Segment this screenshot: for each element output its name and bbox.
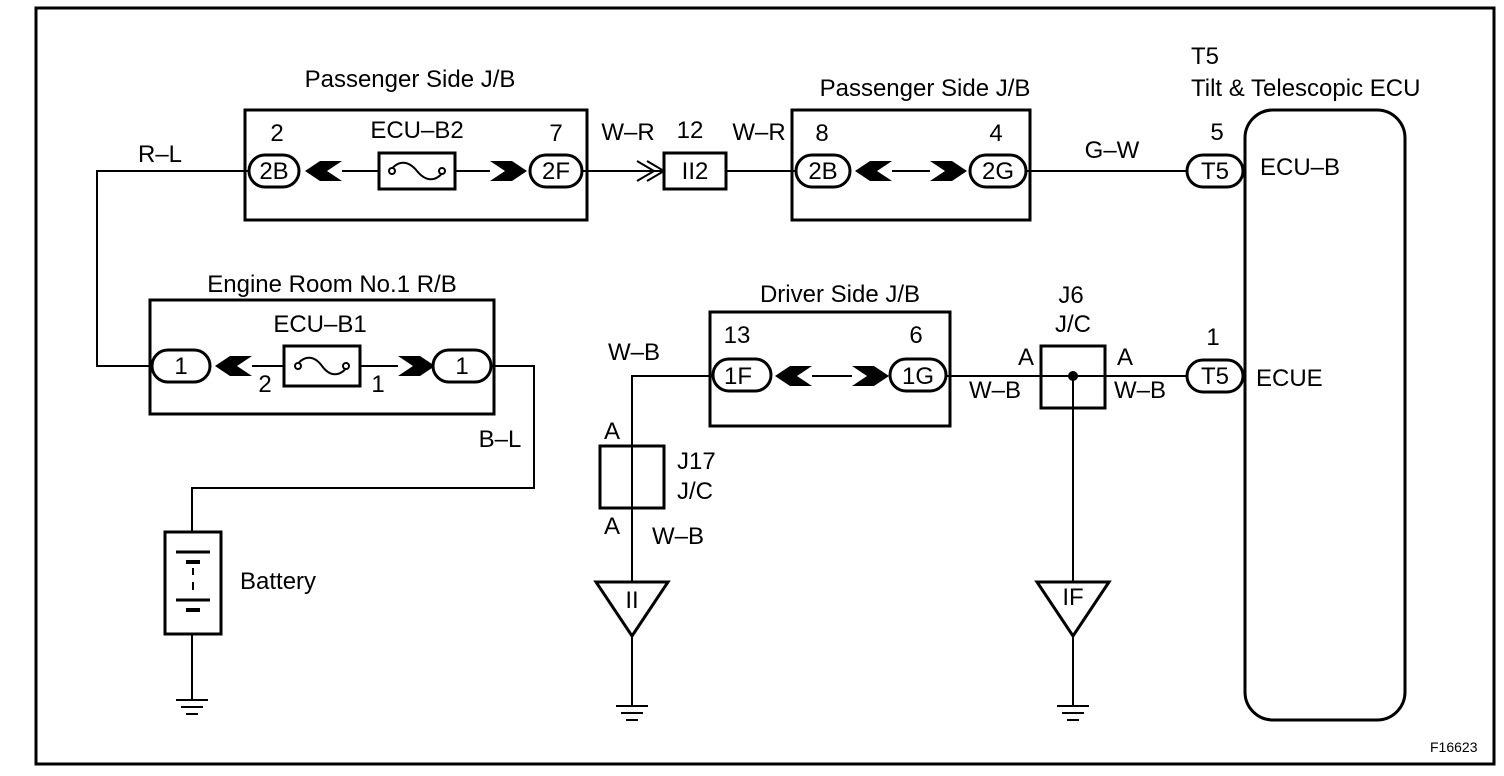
ecu-code: T5	[1191, 43, 1219, 70]
pj2-left-connector	[794, 153, 852, 189]
svg-text:1G: 1G	[902, 363, 934, 390]
svg-text:1: 1	[455, 353, 468, 380]
w-r-label-2: W–R	[732, 119, 785, 146]
w-b-left-label: W–B	[608, 339, 660, 366]
svg-text:1: 1	[174, 353, 187, 380]
r-l-label: R–L	[138, 141, 182, 168]
ground-ii-icon	[616, 705, 648, 721]
w-b-j17-label: W–B	[652, 523, 704, 550]
j6-type: J/C	[1055, 311, 1091, 338]
er-right-pin: 1	[371, 371, 384, 398]
passenger-jb-2: Passenger Side J/B 8 2B 4 2G	[790, 75, 1032, 222]
ground-if: IF	[1034, 580, 1112, 639]
w-b-right-label: W–B	[1114, 377, 1166, 404]
svg-text:2G: 2G	[982, 158, 1014, 185]
er-left-pin: 2	[258, 371, 271, 398]
w-b-left-wire	[631, 375, 713, 446]
ground-ii-label: II	[625, 587, 638, 614]
r-l-wire	[96, 170, 249, 367]
passenger-jb-1-title: Passenger Side J/B	[305, 66, 516, 93]
passenger-jb-2-title: Passenger Side J/B	[820, 75, 1031, 102]
j17-code: J17	[677, 448, 716, 475]
dj-right-pin: 6	[909, 322, 922, 349]
ecu-bottom-pin: 1	[1206, 324, 1219, 351]
battery-label: Battery	[240, 568, 316, 595]
pj1-right-chevron	[490, 161, 527, 181]
ecu-title: Tilt & Telescopic ECU	[1191, 75, 1420, 102]
ecu-top-connector	[1185, 153, 1245, 189]
engine-room-title: Engine Room No.1 R/B	[207, 271, 456, 298]
ecu-terminal-ecue: ECUE	[1256, 365, 1323, 392]
j17-junction: A J17 J/C A W–B	[598, 418, 716, 550]
svg-text:T5: T5	[1201, 158, 1229, 185]
svg-text:2F: 2F	[542, 158, 570, 185]
pj1-left-pin: 2	[270, 120, 283, 147]
dj-left-pin: 13	[724, 322, 751, 349]
j17-top-pin: A	[604, 418, 620, 445]
ecu-bottom-connector	[1185, 358, 1245, 394]
w-b-mid-label: W–B	[969, 377, 1021, 404]
svg-text:T5: T5	[1201, 363, 1229, 390]
svg-text:2B: 2B	[259, 158, 288, 185]
g-w-label: G–W	[1085, 137, 1140, 164]
ecu-b2-label: ECU–B2	[370, 117, 463, 144]
ecu-top-pin: 5	[1210, 119, 1223, 146]
svg-text:1F: 1F	[724, 363, 752, 390]
j6-code: J6	[1058, 282, 1083, 309]
ground-if-icon	[1057, 705, 1089, 721]
w-r-label-1: W–R	[601, 119, 654, 146]
driver-jb-title: Driver Side J/B	[760, 281, 920, 308]
passenger-jb-1: Passenger Side J/B 2 2B ECU–B2 7 2F	[243, 66, 589, 222]
ecu-b1-label: ECU–B1	[273, 311, 366, 338]
pj2-right-pin: 4	[989, 120, 1002, 147]
battery-ground-icon	[176, 699, 208, 715]
engine-room-rb: Engine Room No.1 R/B 1 2 ECU–B1 1 1	[148, 271, 496, 416]
j6-right-pin: A	[1117, 344, 1133, 371]
pj1-left-chevron	[305, 161, 342, 181]
tilt-telescopic-ecu: T5 Tilt & Telescopic ECU ECU–B ECUE	[1191, 43, 1420, 722]
svg-text:2B: 2B	[808, 158, 837, 185]
er-left-connector	[150, 348, 212, 384]
diagram-frame	[34, 6, 1496, 766]
svg-text:II2: II2	[682, 158, 709, 185]
figure-id: F16623	[1430, 739, 1478, 755]
ground-ii: II	[593, 580, 671, 639]
pj2-left-pin: 8	[815, 120, 828, 147]
b-l-wire	[191, 365, 535, 532]
j17-type: J/C	[677, 478, 713, 505]
ecu-body	[1243, 108, 1407, 722]
ground-if-label: IF	[1062, 584, 1083, 611]
ecu-terminal-ecu-b: ECU–B	[1260, 154, 1340, 181]
ii2-pin: 12	[677, 117, 704, 144]
j6-left-pin: A	[1018, 344, 1034, 371]
battery: Battery	[163, 530, 316, 636]
driver-side-jb: Driver Side J/B 13 1F 6 1G	[708, 281, 952, 428]
j17-bottom-pin: A	[604, 513, 620, 540]
pj1-right-pin: 7	[549, 120, 562, 147]
b-l-label: B–L	[479, 426, 522, 453]
